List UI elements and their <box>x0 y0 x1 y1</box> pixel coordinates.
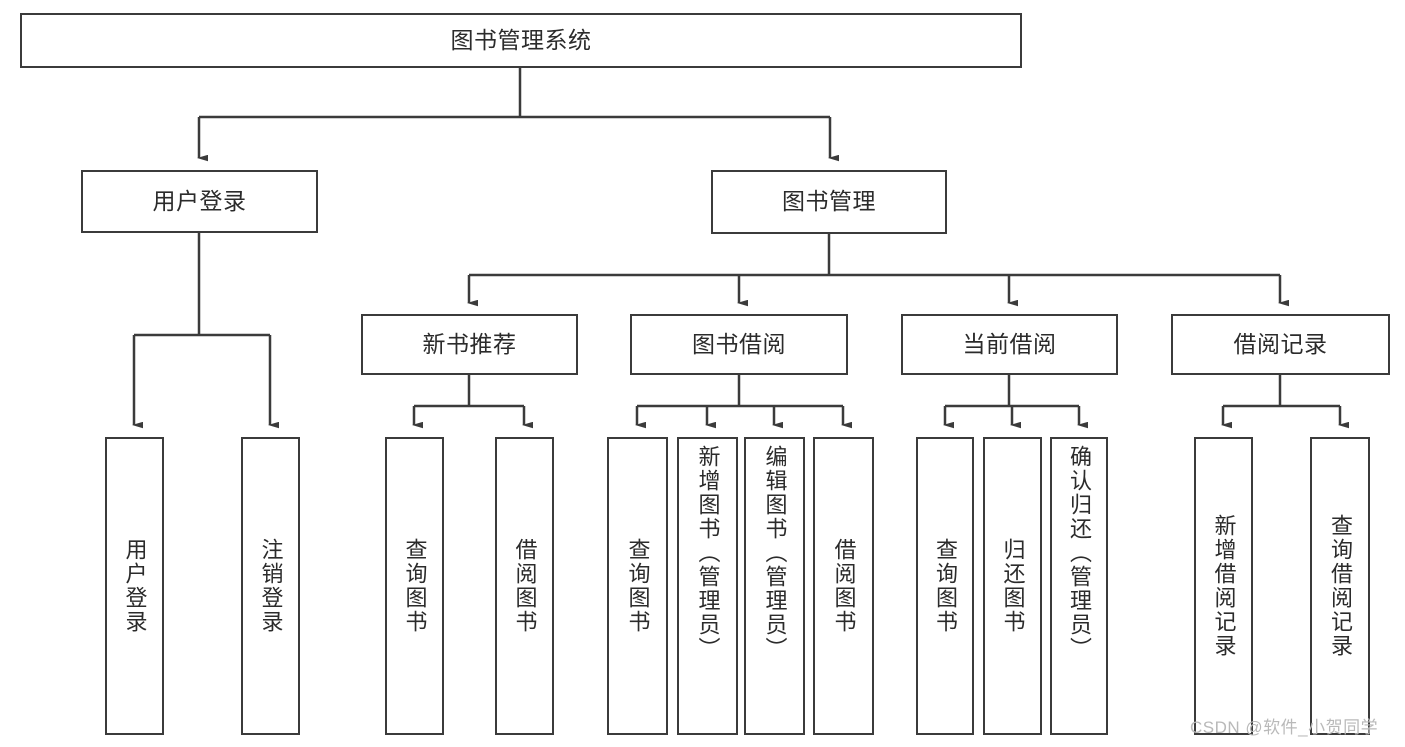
watermark: CSDN @软件_小贺同学 <box>1190 718 1379 737</box>
node-label: 查询图书 <box>402 538 428 634</box>
node-new-book-recommend[interactable]: 新书推荐 <box>361 314 578 375</box>
node-label: 新书推荐 <box>422 330 517 357</box>
node-label: 借阅图书 <box>512 538 538 634</box>
node-book-borrow[interactable]: 图书借阅 <box>630 314 848 375</box>
leaf-query-book-recommend[interactable]: 查询图书 <box>385 437 444 735</box>
node-label: 图书管理系统 <box>450 26 592 53</box>
node-label: 图书借阅 <box>692 330 786 357</box>
node-label: 用户登录 <box>122 538 148 634</box>
node-label: 注销登录 <box>258 538 284 634</box>
leaf-user-login[interactable]: 用户登录 <box>105 437 164 735</box>
leaf-add-book-admin[interactable]: 新增图书（管理员） <box>677 437 738 735</box>
node-label: 确认归还（管理员） <box>1066 445 1092 661</box>
leaf-borrow-book-recommend[interactable]: 借阅图书 <box>495 437 554 735</box>
node-borrow-record[interactable]: 借阅记录 <box>1171 314 1390 375</box>
leaf-query-borrow-record[interactable]: 查询借阅记录 <box>1310 437 1370 735</box>
leaf-query-book-borrow[interactable]: 查询图书 <box>607 437 668 735</box>
node-label: 归还图书 <box>1000 538 1026 634</box>
leaf-edit-book-admin[interactable]: 编辑图书（管理员） <box>744 437 805 735</box>
node-label: 借阅记录 <box>1233 330 1328 357</box>
leaf-logout-login[interactable]: 注销登录 <box>241 437 300 735</box>
node-label: 查询图书 <box>932 538 958 634</box>
node-label: 图书管理 <box>782 188 876 215</box>
leaf-query-book-current[interactable]: 查询图书 <box>916 437 974 735</box>
node-label: 编辑图书（管理员） <box>762 445 788 661</box>
leaf-add-borrow-record[interactable]: 新增借阅记录 <box>1194 437 1253 735</box>
node-book-management-system[interactable]: 图书管理系统 <box>20 13 1022 68</box>
node-label: 当前借阅 <box>962 330 1057 357</box>
leaf-confirm-return-admin[interactable]: 确认归还（管理员） <box>1050 437 1108 735</box>
node-label: 查询图书 <box>625 538 651 634</box>
node-current-borrow[interactable]: 当前借阅 <box>901 314 1118 375</box>
leaf-return-book[interactable]: 归还图书 <box>983 437 1042 735</box>
node-label: 查询借阅记录 <box>1327 514 1353 658</box>
node-label: 借阅图书 <box>831 538 857 634</box>
node-label: 新增图书（管理员） <box>695 445 721 661</box>
node-user-login[interactable]: 用户登录 <box>81 170 318 233</box>
node-book-management[interactable]: 图书管理 <box>711 170 947 234</box>
node-label: 用户登录 <box>152 187 247 214</box>
leaf-borrow-book-borrow[interactable]: 借阅图书 <box>813 437 874 735</box>
node-label: 新增借阅记录 <box>1211 514 1237 658</box>
